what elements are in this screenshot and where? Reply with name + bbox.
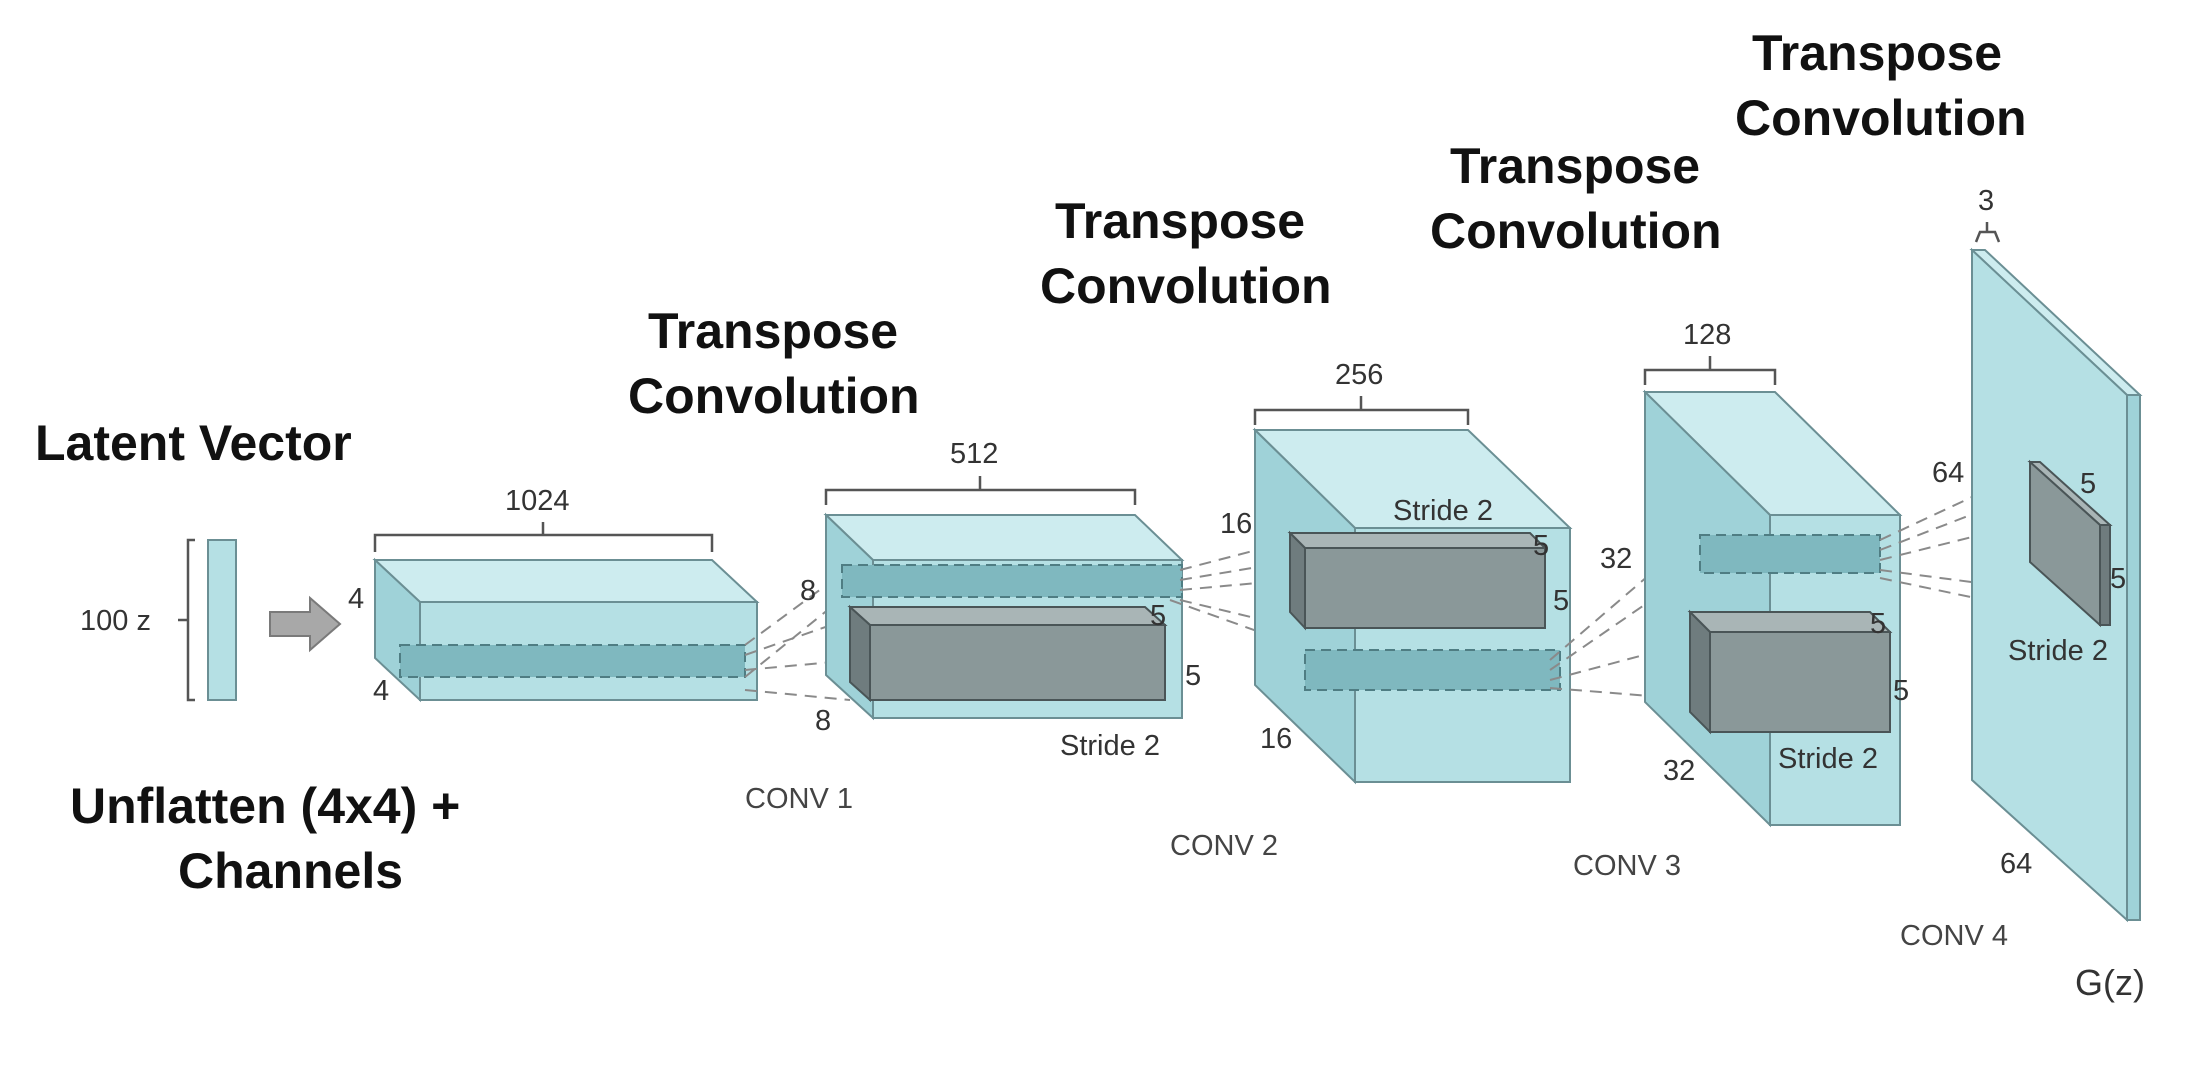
conv3-block: 128 32 32 5 5 Stride 2 CONV 3 [1573, 319, 1909, 882]
conv4-kernel-w-label: 5 [2110, 563, 2126, 595]
transpose-conv-2-line1: Transpose [1055, 193, 1305, 249]
proj-height-label: 4 [348, 583, 364, 615]
conv3-slab [1699, 534, 1881, 574]
conv4-name-label: CONV 4 [1900, 920, 2008, 952]
transpose-conv-3-line2: Convolution [1430, 203, 1722, 259]
conv2-width-label: 16 [1260, 723, 1292, 755]
conv1-kernel-top [847, 606, 1168, 626]
conv3-kernel-side [1689, 609, 1711, 735]
conv2-brace [1253, 396, 1470, 425]
conv2-kernel-front [1304, 547, 1546, 629]
conv2-kernel-w-label: 5 [1553, 585, 1569, 617]
latent-brace [178, 538, 195, 702]
conv3-brace [1643, 356, 1777, 385]
conv3-kernel-h-label: 5 [1870, 608, 1886, 640]
conv2-kernel-side [1289, 530, 1306, 631]
unflatten-title-line2: Channels [178, 843, 403, 899]
conv1-width-label: 8 [815, 705, 831, 737]
conv1-kernel-front [869, 624, 1166, 701]
transpose-conv-1-line1: Transpose [648, 303, 898, 359]
latent-vector-title: Latent Vector [35, 415, 352, 471]
conv1-stride-label: Stride 2 [1060, 730, 1160, 762]
conv4-height-label: 64 [1932, 457, 1964, 489]
conv2-depth-label: 256 [1335, 359, 1383, 391]
conv2-height-label: 16 [1220, 508, 1252, 540]
conv2-kernel-h-label: 5 [1533, 530, 1549, 562]
conv1-brace [824, 476, 1137, 505]
conv3-height-label: 32 [1600, 543, 1632, 575]
conv4-stride-label: Stride 2 [2008, 635, 2108, 667]
annotation-labels: Latent Vector Unflatten (4x4) + Channels… [35, 25, 2027, 899]
conv3-depth-label: 128 [1683, 319, 1731, 351]
proj-brace [373, 522, 714, 552]
unflatten-title-line1: Unflatten (4x4) + [70, 778, 460, 834]
transpose-conv-2-line2: Convolution [1040, 258, 1332, 314]
proj-depth-label: 1024 [505, 485, 570, 517]
transpose-conv-4-line2: Convolution [1735, 90, 2027, 146]
conv1-block: 512 8 8 5 5 Stride 2 CONV 1 [745, 438, 1201, 815]
conv4-side-face [2126, 394, 2141, 921]
latent-vector-bar [207, 539, 237, 701]
transpose-conv-1-line2: Convolution [628, 368, 920, 424]
conv2-block: 256 Stride 2 16 16 5 5 CONV 2 [1170, 359, 1573, 862]
conv1-top-face [823, 514, 1185, 561]
conv3-kernel-w-label: 5 [1893, 675, 1909, 707]
conv3-stride-label: Stride 2 [1778, 743, 1878, 775]
conv3-width-label: 32 [1663, 755, 1695, 787]
projection-block: 1024 4 4 [348, 485, 760, 707]
conv1-name-label: CONV 1 [745, 783, 853, 815]
conv1-depth-label: 512 [950, 438, 998, 470]
conv4-block: 3 64 64 5 5 Stride 2 CONV 4 G(z) [1900, 185, 2145, 1003]
proj-width-label: 4 [373, 675, 389, 707]
conv4-brace [1974, 222, 2001, 243]
proj-top-face [372, 559, 760, 603]
proj-slab [399, 644, 746, 678]
conv4-width-label: 64 [2000, 848, 2032, 880]
transpose-conv-3-line1: Transpose [1450, 138, 1700, 194]
conv1-slab [841, 564, 1183, 598]
conv2-stride-label: Stride 2 [1393, 495, 1493, 527]
conv1-kernel-w-label: 5 [1185, 660, 1201, 692]
latent-input-group: 100 z [80, 538, 342, 702]
conv2-name-label: CONV 2 [1170, 830, 1278, 862]
latent-dim-label: 100 z [80, 605, 151, 637]
conv4-depth-label: 3 [1978, 185, 1994, 217]
conv1-kernel-h-label: 5 [1150, 600, 1166, 632]
conv3-kernel-front [1709, 631, 1891, 733]
conv4-kernel-side [2099, 524, 2111, 626]
transpose-conv-4-line1: Transpose [1752, 25, 2002, 81]
output-label: G(z) [2075, 962, 2145, 1003]
conv3-name-label: CONV 3 [1573, 850, 1681, 882]
conv1-height-label: 8 [800, 575, 816, 607]
conv2-kernel-top [1287, 532, 1548, 549]
conv2-slab [1304, 649, 1561, 691]
arrow-icon [269, 595, 342, 653]
conv3-kernel-top [1687, 611, 1893, 633]
conv4-kernel-h-label: 5 [2080, 468, 2096, 500]
